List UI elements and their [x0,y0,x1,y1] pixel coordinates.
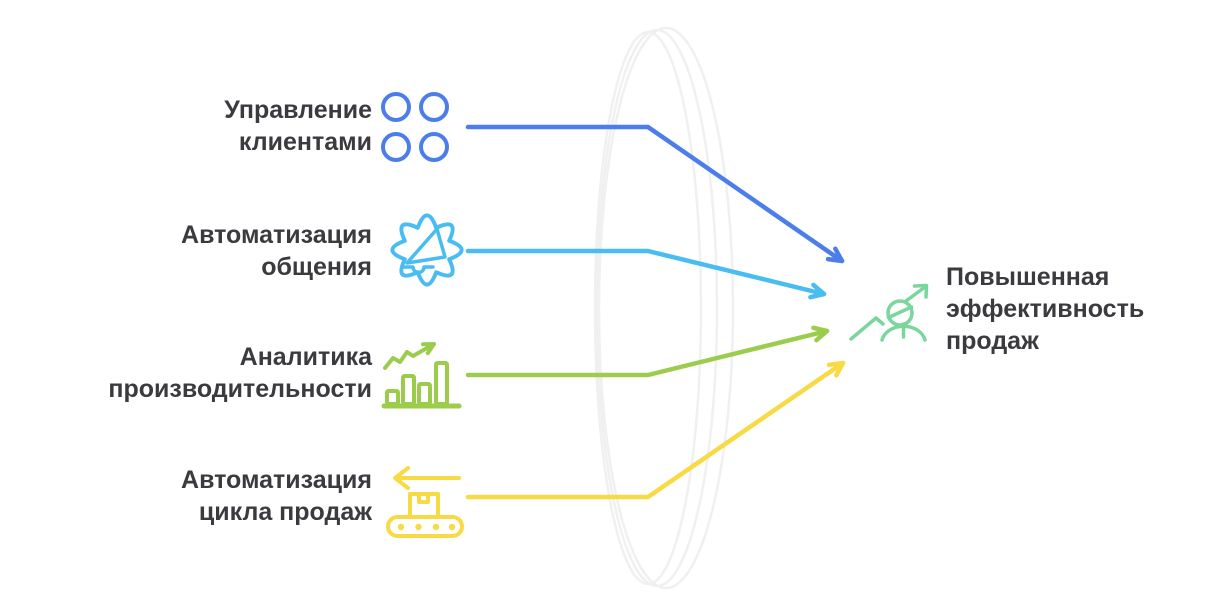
customer-circles-icon [381,92,449,162]
label-line: производительности [108,375,372,403]
conveyor-belt-icon [386,466,464,538]
label-line: клиентами [238,128,372,156]
label-result-sales-efficiency: Повышенная эффективность продаж [946,261,1144,357]
label-communication-automation: Автоматизация общения [32,219,372,283]
label-sales-cycle-automation: Автоматизация цикла продаж [32,464,372,528]
conveyor-rollers [397,523,456,531]
label-line: Повышенная [946,263,1110,291]
arrow-communication-automation [465,248,827,300]
label-line: Аналитика [239,343,372,371]
person-growth-icon [849,283,929,342]
label-line: Управление [224,96,372,124]
funnel-lens [593,26,735,590]
arrow-sales-cycle-automation [465,360,846,500]
label-line: Автоматизация [181,466,372,494]
arrow-performance-analytics [465,325,830,378]
label-line: цикла продаж [198,498,372,526]
gear-megaphone-icon [390,213,464,287]
arrow-customer-management [465,124,845,264]
bar-chart-growth-icon [381,342,462,409]
label-line: Автоматизация [181,221,372,249]
label-line: общения [261,253,372,281]
label-line: продаж [946,327,1039,355]
label-performance-analytics: Аналитика производительности [32,341,372,405]
label-line: эффективность [946,295,1145,323]
label-customer-management: Управление клиентами [32,94,372,158]
